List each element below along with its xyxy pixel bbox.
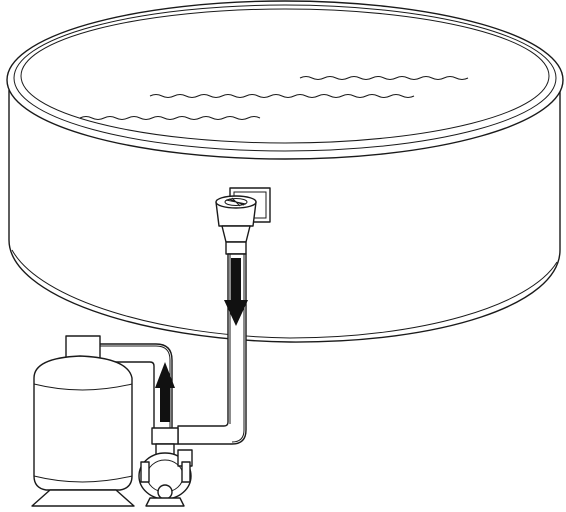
water-ripple xyxy=(149,94,415,98)
flow-arrow-up xyxy=(155,362,175,422)
water-ripple xyxy=(299,76,469,80)
pool-rim-inner xyxy=(13,4,557,152)
arrow-up-icon xyxy=(155,362,175,388)
pool-wall xyxy=(8,89,561,343)
pool-wall-base-line xyxy=(11,249,558,339)
filter-tank-body xyxy=(33,355,133,491)
pump xyxy=(138,427,193,507)
pool-rim-outer xyxy=(6,0,564,160)
filter-tank-base xyxy=(31,489,135,507)
water-ripple xyxy=(79,116,261,120)
arrow-down-shaft xyxy=(231,258,241,302)
arrow-down-icon xyxy=(224,300,248,326)
above-ground-pool xyxy=(6,0,564,343)
sand-filter-tank xyxy=(31,335,135,507)
flow-arrow-down xyxy=(224,258,248,326)
arrow-up-shaft xyxy=(160,386,170,422)
water-surface xyxy=(20,8,550,144)
skimmer xyxy=(215,187,271,255)
pump-base xyxy=(145,497,185,507)
